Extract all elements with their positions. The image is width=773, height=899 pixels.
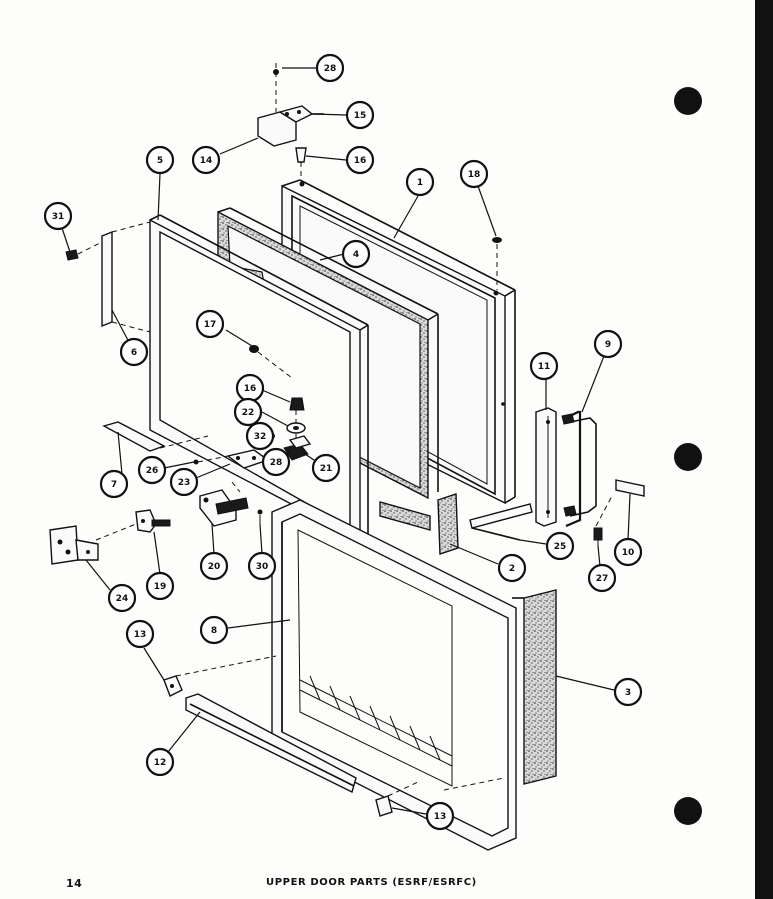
part-end-cap (595, 479, 645, 527)
svg-text:19: 19 (154, 582, 167, 592)
part-plug-top (492, 237, 502, 290)
callout-28-lower[interactable]: 28 (261, 447, 291, 477)
callout-14[interactable]: 14 (191, 145, 221, 175)
part-screw-31 (65, 241, 103, 261)
svg-text:4: 4 (353, 250, 359, 260)
callout-19[interactable]: 19 (145, 571, 175, 601)
svg-text:27: 27 (596, 574, 609, 584)
callout-20[interactable]: 20 (199, 551, 229, 581)
part-mount-bracket (49, 523, 137, 565)
callout-22[interactable]: 22 (233, 397, 263, 427)
binder-hole-middle (674, 443, 702, 471)
callout-16-lower[interactable]: 16 (235, 373, 265, 403)
callout-13-left[interactable]: 13 (125, 619, 155, 649)
callout-7[interactable]: 7 (99, 469, 129, 499)
binder-hole-bottom (674, 797, 702, 825)
svg-text:22: 22 (242, 408, 255, 418)
svg-text:21: 21 (320, 464, 333, 474)
callout-17[interactable]: 17 (195, 309, 225, 339)
binder-hole-top (674, 87, 702, 115)
svg-text:11: 11 (538, 362, 551, 372)
part-clip-right (375, 781, 419, 817)
liner-shelf-ribs (299, 675, 453, 767)
svg-text:26: 26 (146, 466, 159, 476)
svg-text:7: 7 (111, 480, 117, 490)
svg-text:25: 25 (554, 542, 567, 552)
callout-21[interactable]: 21 (311, 453, 341, 483)
callout-30[interactable]: 30 (247, 551, 277, 581)
part-long-strip (469, 503, 533, 541)
callout-31[interactable]: 31 (43, 201, 73, 231)
page-number: 14 (66, 877, 83, 890)
svg-text:13: 13 (134, 630, 147, 640)
page-edge-bar (755, 0, 773, 899)
callout-10[interactable]: 10 (613, 537, 643, 567)
svg-text:24: 24 (116, 594, 129, 604)
callouts: 28 15 14 16 5 1 18 31 4 6 17 16 22 11 9 … (43, 53, 643, 831)
part-bottom-trim (185, 693, 357, 793)
callout-3[interactable]: 3 (613, 677, 643, 707)
callout-2[interactable]: 2 (497, 553, 527, 583)
svg-text:10: 10 (622, 548, 635, 558)
svg-text:1: 1 (417, 178, 423, 188)
callout-32[interactable]: 32 (245, 421, 275, 451)
callout-25[interactable]: 25 (545, 531, 575, 561)
part-side-strip (101, 221, 151, 333)
diagram-caption: UPPER DOOR PARTS (ESRF/ESRFC) (266, 877, 477, 888)
callout-9[interactable]: 9 (593, 329, 623, 359)
callout-6[interactable]: 6 (119, 337, 149, 367)
callout-16-top[interactable]: 16 (345, 145, 375, 175)
part-lower-hinge-cluster (135, 345, 312, 533)
part-foam-block (379, 493, 459, 555)
callout-5[interactable]: 5 (145, 145, 175, 175)
svg-text:15: 15 (354, 111, 367, 121)
svg-text:28: 28 (324, 64, 337, 74)
part-side-rail (535, 407, 557, 527)
svg-text:9: 9 (605, 340, 611, 350)
callout-13-right[interactable]: 13 (425, 801, 455, 831)
callout-11[interactable]: 11 (529, 351, 559, 381)
svg-text:18: 18 (468, 170, 481, 180)
svg-text:8: 8 (211, 626, 217, 636)
callout-24[interactable]: 24 (107, 583, 137, 613)
svg-text:16: 16 (354, 156, 367, 166)
callout-23[interactable]: 23 (169, 467, 199, 497)
part-top-hinge-assembly (257, 63, 324, 180)
part-screw-27 (593, 527, 603, 546)
callout-12[interactable]: 12 (145, 747, 175, 777)
callout-4[interactable]: 4 (341, 239, 371, 269)
svg-text:13: 13 (434, 812, 447, 822)
part-side-foam-block (512, 589, 557, 785)
svg-text:3: 3 (625, 688, 631, 698)
callout-1[interactable]: 1 (405, 167, 435, 197)
part-clip-left (163, 655, 277, 697)
callout-28-top[interactable]: 28 (315, 53, 345, 83)
callout-8[interactable]: 8 (199, 615, 229, 645)
svg-text:16: 16 (244, 384, 257, 394)
callout-15[interactable]: 15 (345, 100, 375, 130)
svg-text:5: 5 (157, 156, 163, 166)
svg-text:20: 20 (208, 562, 221, 572)
callout-26[interactable]: 26 (137, 455, 167, 485)
part-bottom-strip (102, 421, 209, 452)
svg-text:28: 28 (270, 458, 283, 468)
svg-text:14: 14 (200, 156, 213, 166)
callout-18[interactable]: 18 (459, 159, 489, 189)
svg-text:17: 17 (204, 320, 217, 330)
svg-text:6: 6 (131, 348, 137, 358)
leader-lines (61, 67, 631, 815)
svg-text:32: 32 (254, 432, 267, 442)
svg-text:12: 12 (154, 758, 167, 768)
svg-text:2: 2 (509, 564, 515, 574)
part-door-handle (561, 410, 597, 528)
part-inner-liner (271, 499, 517, 851)
callout-27[interactable]: 27 (587, 563, 617, 593)
svg-text:23: 23 (178, 478, 191, 488)
svg-text:31: 31 (52, 212, 65, 222)
svg-text:30: 30 (256, 562, 269, 572)
